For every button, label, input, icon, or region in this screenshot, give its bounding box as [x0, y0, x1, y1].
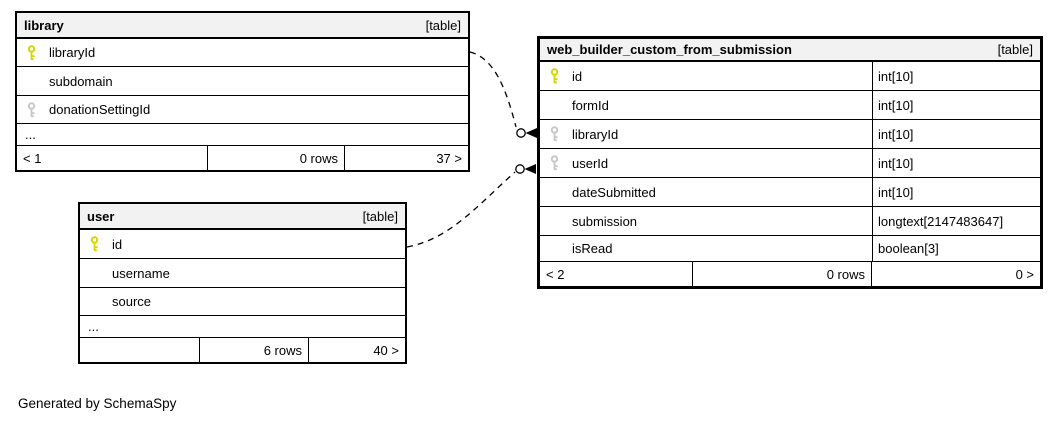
column-row-libraryId: libraryId int[10]: [540, 120, 1040, 149]
column-type: longtext[2147483647]: [872, 207, 1040, 235]
table-header-user[interactable]: user [table]: [80, 204, 405, 230]
column-name: userId: [572, 155, 609, 171]
column-row-libraryId: libraryId: [17, 39, 468, 67]
column-row-formId: formId int[10]: [540, 91, 1040, 120]
table-name: library: [24, 17, 64, 33]
relationship-circle-marker: [516, 128, 526, 138]
entity-table-library: library [table] libraryId subdomain dona…: [15, 11, 470, 172]
key-slot: [548, 126, 572, 142]
column-name: libraryId: [572, 126, 619, 142]
key-slot: [88, 236, 112, 252]
table-type-badge: [table]: [425, 17, 461, 33]
row-count: 6 rows: [200, 338, 309, 362]
child-count: 37 >: [436, 150, 462, 166]
relationship-curve: [406, 171, 516, 248]
column-row-submission: submission longtext[2147483647]: [540, 207, 1040, 236]
entity-table-user: user [table] id username source ... 6 ro…: [78, 202, 407, 364]
collapsed-columns-ellipsis: ...: [17, 124, 468, 146]
parent-count: < 2: [540, 262, 693, 286]
table-header-library[interactable]: library [table]: [17, 13, 468, 39]
table-type-badge: [table]: [362, 208, 398, 224]
primary-key-icon: [27, 44, 36, 60]
table-name: user: [87, 208, 115, 224]
column-type: boolean[3]: [872, 236, 1040, 261]
table-header-web-builder-custom-from-submission[interactable]: web_builder_custom_from_submission [tabl…: [540, 39, 1040, 62]
foreign-key-icon: [27, 101, 36, 117]
table-footer: 6 rows 40 >: [80, 338, 405, 362]
collapsed-columns-ellipsis: ...: [80, 316, 405, 338]
column-row-username: username: [80, 259, 405, 288]
relationship-circle-marker: [515, 164, 525, 174]
foreign-key-icon: [550, 155, 559, 171]
column-name: isRead: [572, 241, 613, 256]
column-row-id: id int[10]: [540, 62, 1040, 91]
relationship-arrowhead-icon: [525, 128, 537, 138]
column-type: int[10]: [872, 149, 1040, 177]
table-type-badge: [table]: [997, 42, 1033, 57]
key-slot: [25, 44, 49, 61]
row-count: 0 rows: [208, 146, 345, 170]
column-name: donationSettingId: [49, 102, 151, 117]
column-name: id: [572, 68, 583, 84]
foreign-key-icon: [550, 126, 559, 142]
column-type: int[10]: [872, 120, 1040, 148]
column-type: int[10]: [872, 62, 1040, 90]
parent-count: < 1: [17, 146, 208, 170]
key-slot: [25, 101, 49, 118]
relationship-arrowhead-icon: [524, 164, 536, 174]
column-name: formId: [572, 97, 609, 113]
column-row-userId: userId int[10]: [540, 149, 1040, 178]
parent-count: [80, 338, 200, 362]
key-slot: [548, 68, 572, 84]
primary-key-icon: [550, 68, 559, 84]
relationship-user-to-submission: [406, 164, 536, 248]
column-type: int[10]: [872, 91, 1040, 119]
column-type: int[10]: [872, 178, 1040, 206]
key-slot: [548, 155, 572, 171]
child-count: 0 >: [1015, 266, 1034, 282]
column-name: username: [112, 265, 170, 281]
column-row-id: id: [80, 230, 405, 259]
column-name: libraryId: [49, 45, 96, 60]
column-row-subdomain: subdomain: [17, 67, 468, 96]
column-name: source: [112, 294, 152, 309]
column-row-isRead: isRead boolean[3]: [540, 236, 1040, 262]
relationship-library-to-submission: [469, 51, 537, 138]
row-count: 0 rows: [693, 262, 872, 286]
column-name: dateSubmitted: [572, 184, 656, 200]
child-count: 40 >: [373, 342, 399, 358]
entity-table-web-builder-custom-from-submission: web_builder_custom_from_submission [tabl…: [537, 36, 1043, 289]
column-name: id: [112, 236, 123, 252]
column-name: submission: [572, 213, 638, 229]
primary-key-icon: [90, 236, 99, 252]
column-row-dateSubmitted: dateSubmitted int[10]: [540, 178, 1040, 207]
column-row-source: source: [80, 288, 405, 316]
column-name: subdomain: [49, 73, 113, 89]
column-row-donationSettingId: donationSettingId: [17, 96, 468, 124]
table-footer: < 1 0 rows 37 >: [17, 146, 468, 170]
table-name: web_builder_custom_from_submission: [547, 42, 792, 57]
table-footer: < 2 0 rows 0 >: [540, 262, 1040, 286]
relationship-curve: [469, 51, 517, 128]
generated-by-caption: Generated by SchemaSpy: [18, 396, 177, 411]
